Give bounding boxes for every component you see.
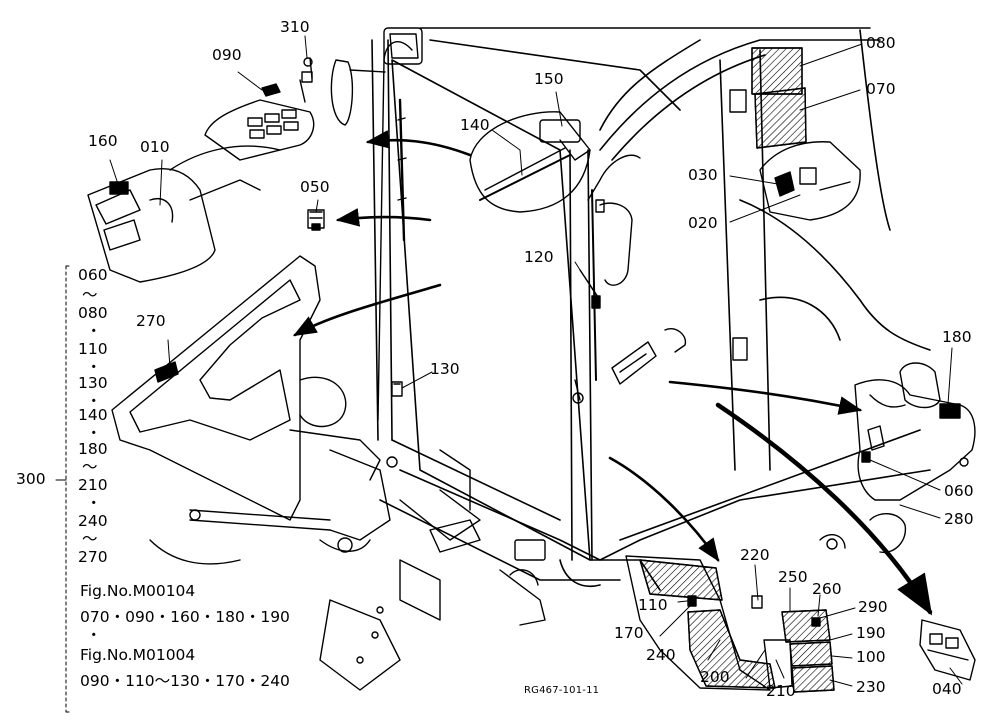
figure-ref-parts: 070・090・160・180・190 bbox=[80, 608, 290, 626]
callout-230: 230 bbox=[856, 678, 886, 696]
range-item: 240 bbox=[78, 512, 108, 530]
callout-040: 040 bbox=[932, 680, 962, 698]
leader-lines bbox=[109, 35, 963, 687]
callout-280: 280 bbox=[944, 510, 974, 528]
range-item: 110 bbox=[78, 340, 108, 358]
callout-310: 310 bbox=[280, 18, 310, 36]
figure-ref-title: Fig.No.M00104 bbox=[80, 582, 196, 600]
callout-260: 260 bbox=[812, 580, 842, 598]
callout-130: 130 bbox=[430, 360, 460, 378]
figure-ref-separator: ・ bbox=[86, 626, 102, 644]
range-sep: ～ bbox=[82, 458, 98, 476]
callout-250: 250 bbox=[778, 568, 808, 586]
figure-ref-title: Fig.No.M01004 bbox=[80, 646, 196, 664]
range-item: 060 bbox=[78, 266, 108, 284]
range-item: 130 bbox=[78, 374, 108, 392]
callout-090: 090 bbox=[212, 46, 242, 64]
rear-window-labels bbox=[729, 47, 807, 361]
range-item: 080 bbox=[78, 304, 108, 322]
range-sep: ・ bbox=[86, 322, 102, 340]
callout-070: 070 bbox=[866, 80, 896, 98]
callout-120: 120 bbox=[524, 248, 554, 266]
callout-180: 180 bbox=[942, 328, 972, 346]
callout-100: 100 bbox=[856, 648, 886, 666]
callout-140: 140 bbox=[460, 116, 490, 134]
range-sep: ・ bbox=[86, 424, 102, 442]
switch-050 bbox=[307, 209, 325, 231]
door-latch-inset bbox=[469, 111, 591, 213]
callout-170: 170 bbox=[614, 624, 644, 642]
left-console bbox=[87, 145, 281, 283]
range-item: 270 bbox=[78, 548, 108, 566]
lower-frame bbox=[149, 376, 546, 691]
callout-240: 240 bbox=[646, 646, 676, 664]
callout-110: 110 bbox=[638, 596, 668, 614]
floor-mat bbox=[111, 255, 321, 521]
callout-050: 050 bbox=[300, 178, 330, 196]
range-item: 180 bbox=[78, 440, 108, 458]
callout-300: 300 bbox=[16, 470, 46, 488]
callout-150: 150 bbox=[534, 70, 564, 88]
range-sep: ・ bbox=[86, 392, 102, 410]
range-sep: ・ bbox=[86, 494, 102, 512]
right-console bbox=[819, 362, 976, 554]
callout-270: 270 bbox=[136, 312, 166, 330]
callout-220: 220 bbox=[740, 546, 770, 564]
lower-door-panel bbox=[625, 555, 835, 693]
rear-control-inset bbox=[759, 141, 861, 221]
callout-080: 080 bbox=[866, 34, 896, 52]
callout-060: 060 bbox=[944, 482, 974, 500]
range-item: 140 bbox=[78, 406, 108, 424]
callout-010: 010 bbox=[140, 138, 170, 156]
callout-160: 160 bbox=[88, 132, 118, 150]
drawing-code: RG467-101-11 bbox=[524, 685, 600, 696]
figure-ref-parts: 090・110～130・170・240 bbox=[80, 672, 290, 690]
callout-030: 030 bbox=[688, 166, 718, 184]
callout-020: 020 bbox=[688, 214, 718, 232]
range-sep: ～ bbox=[82, 286, 98, 304]
switch-040 bbox=[919, 619, 976, 681]
range-sep: ～ bbox=[82, 530, 98, 548]
roof-switch-panel bbox=[204, 57, 315, 161]
callout-200: 200 bbox=[700, 668, 730, 686]
callout-210: 210 bbox=[766, 682, 796, 700]
callout-290: 290 bbox=[858, 598, 888, 616]
side-mirror bbox=[330, 27, 423, 126]
door-handle-assembly bbox=[572, 189, 633, 404]
range-item: 210 bbox=[78, 476, 108, 494]
range-sep: ・ bbox=[86, 358, 102, 376]
arrows bbox=[292, 130, 933, 616]
callout-190: 190 bbox=[856, 624, 886, 642]
